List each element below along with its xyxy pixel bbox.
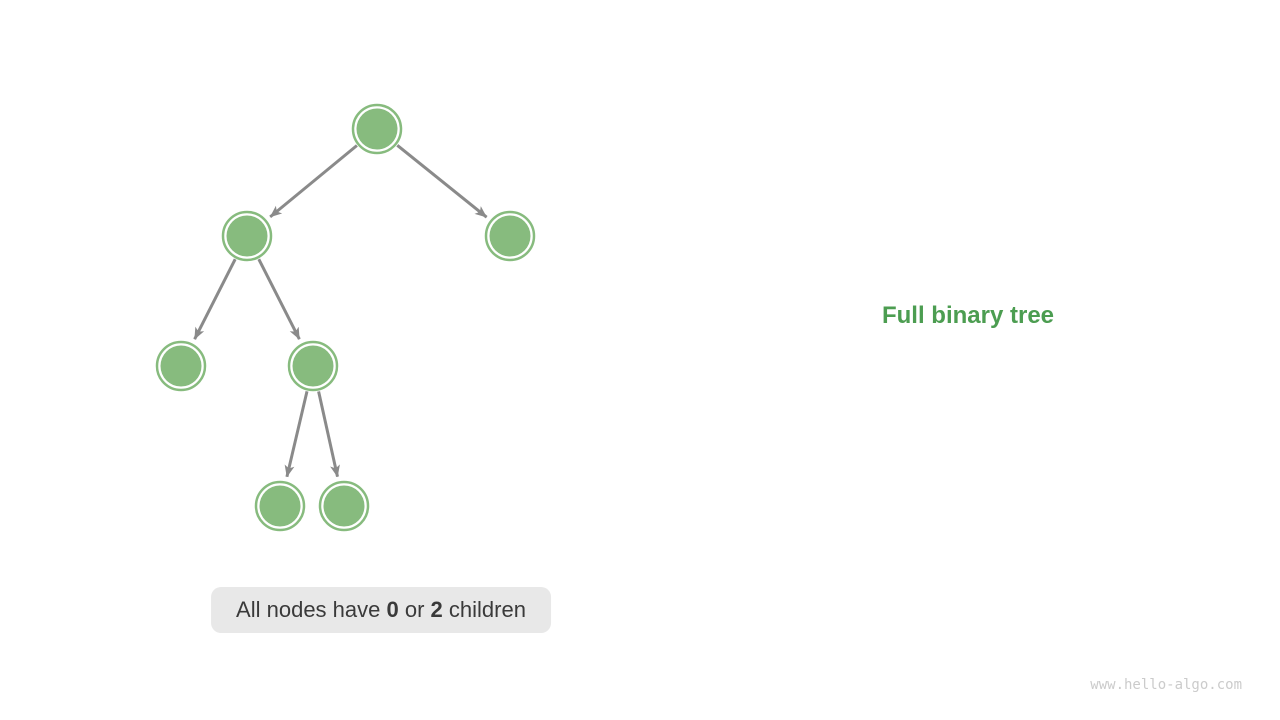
tree-edge bbox=[193, 258, 237, 340]
caption-badge: All nodes have 0 or 2 children bbox=[211, 587, 551, 633]
tree-node-l3-left bbox=[155, 340, 207, 392]
tree-node-l3-mid bbox=[287, 340, 339, 392]
tree-node-l2-right bbox=[484, 210, 536, 262]
caption-text: All nodes have bbox=[236, 597, 387, 622]
watermark: www.hello-algo.com bbox=[1090, 677, 1242, 693]
tree-node-l2-left bbox=[221, 210, 273, 262]
tree-edge bbox=[257, 258, 301, 340]
nodes-layer bbox=[155, 103, 536, 532]
tree-node-l4-right bbox=[318, 480, 370, 532]
caption-bold-zero: 0 bbox=[386, 597, 399, 622]
tree-edge bbox=[317, 391, 340, 478]
tree-edge bbox=[396, 144, 488, 219]
tree-node-l4-left bbox=[254, 480, 306, 532]
edges-layer bbox=[193, 144, 488, 478]
tree-node-root bbox=[351, 103, 403, 155]
tree-edge bbox=[284, 390, 309, 478]
tree-edge bbox=[269, 144, 358, 219]
caption-text: children bbox=[442, 597, 526, 622]
figure-title: Full binary tree bbox=[881, 302, 1055, 329]
caption-text: or bbox=[398, 597, 431, 622]
caption-bold-two: 2 bbox=[430, 597, 443, 622]
